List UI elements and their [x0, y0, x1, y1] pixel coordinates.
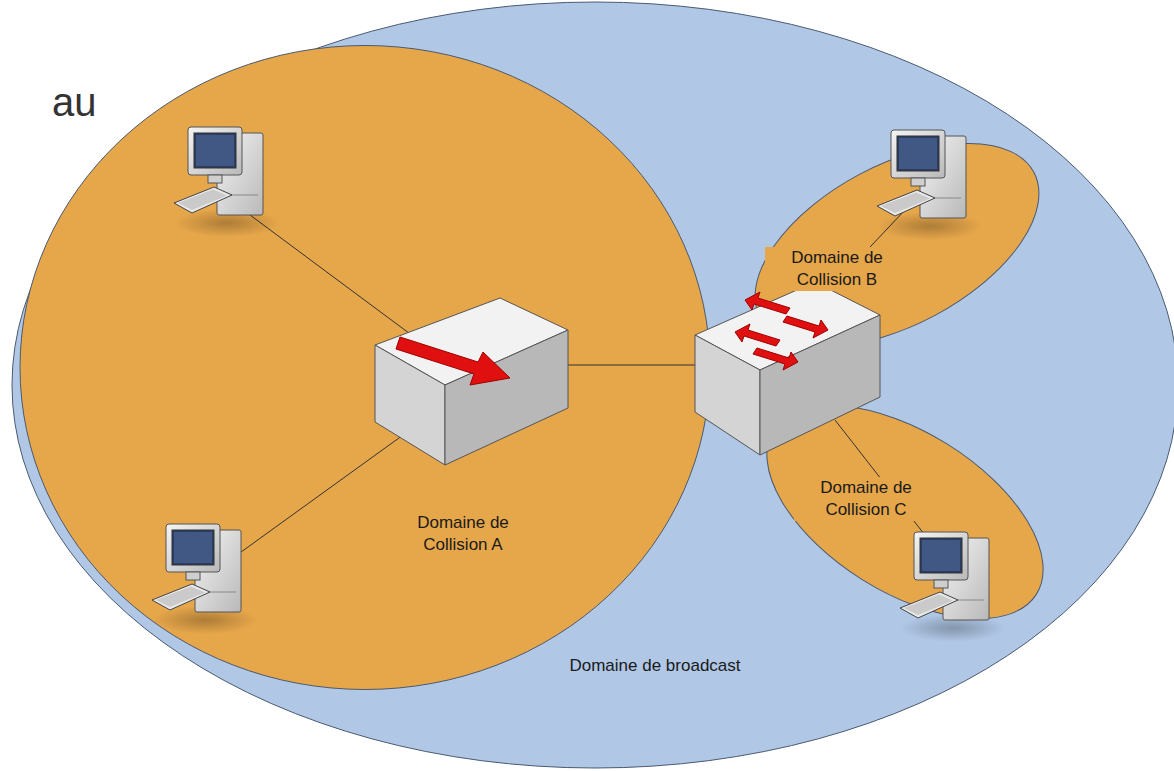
wire [250, 215, 425, 345]
hub-front [375, 345, 445, 465]
hub-symbol [375, 298, 568, 465]
domain-label: Domaine de Collision C [794, 477, 938, 521]
wire [568, 365, 695, 366]
computer-icon [174, 127, 279, 237]
switch-side [760, 315, 880, 455]
hub-side [445, 330, 568, 465]
hub-arrow [396, 337, 510, 385]
domain-ellipse [12, 2, 1174, 768]
switch-symbol [695, 282, 880, 455]
domain-outline [20, 45, 710, 690]
domain-label: Domaine de Collision B [765, 247, 909, 291]
broadcast-domain: Domaine de Collision A Domaine de Collisi… [12, 2, 1174, 768]
computer-icon [152, 524, 257, 634]
domain-ellipse [20, 46, 710, 690]
slide-title-fragment: au [52, 80, 97, 125]
wire [230, 430, 410, 560]
collision-domain: Domaine de Collision A [20, 45, 710, 690]
switch-front [695, 335, 760, 455]
domain-ellipse [723, 102, 1072, 389]
collision-domain: Domaine de Collision C [763, 411, 1047, 613]
domain-label: Domaine de broadcast [535, 655, 775, 677]
domain-label: Domaine de Collision A [388, 512, 538, 556]
wire [835, 420, 935, 548]
computer-icon [877, 130, 982, 240]
computer-icon [900, 532, 1005, 642]
network-wires [230, 210, 935, 560]
switch-arrows [735, 292, 828, 370]
